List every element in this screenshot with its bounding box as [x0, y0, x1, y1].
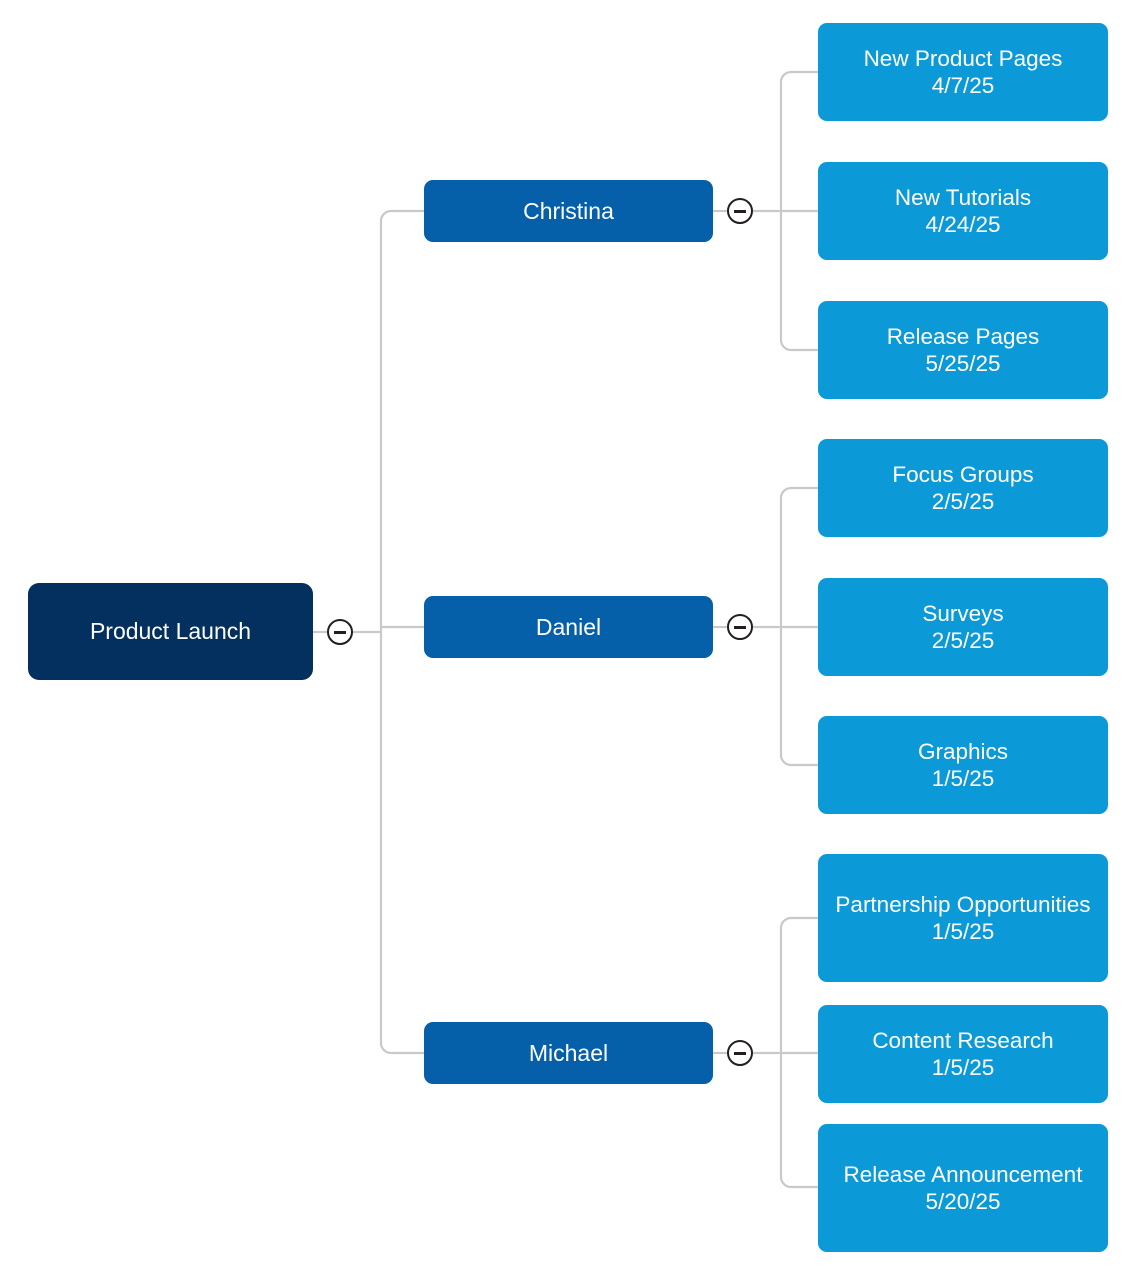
minus-circle-icon-michael[interactable]: [727, 1040, 753, 1066]
node-leaf-new-product-pages[interactable]: New Product Pages 4/7/25: [818, 23, 1108, 121]
connector-daniel-trunk: [779, 486, 818, 767]
node-leaf-release-pages[interactable]: Release Pages 5/25/25: [818, 301, 1108, 399]
node-branch-christina[interactable]: Christina: [424, 180, 713, 242]
node-leaf-label: Partnership Opportunities 1/5/25: [835, 891, 1091, 944]
connector-christina-trunk: [779, 70, 818, 352]
node-leaf-content-research[interactable]: Content Research 1/5/25: [818, 1005, 1108, 1103]
connector-root-trunk: [379, 209, 424, 1055]
minus-circle-icon-christina[interactable]: [727, 198, 753, 224]
node-leaf-graphics[interactable]: Graphics 1/5/25: [818, 716, 1108, 814]
node-root-label: Product Launch: [89, 618, 252, 645]
minus-circle-icon-daniel[interactable]: [727, 614, 753, 640]
node-branch-christina-label: Christina: [523, 197, 614, 224]
node-leaf-label: Content Research 1/5/25: [872, 1027, 1054, 1080]
node-leaf-surveys[interactable]: Surveys 2/5/25: [818, 578, 1108, 676]
node-leaf-label: Focus Groups 2/5/25: [892, 461, 1034, 514]
node-leaf-new-tutorials[interactable]: New Tutorials 4/24/25: [818, 162, 1108, 260]
node-leaf-release-announcement[interactable]: Release Announcement 5/20/25: [818, 1124, 1108, 1252]
node-branch-daniel[interactable]: Daniel: [424, 596, 713, 658]
node-leaf-label: Release Pages 5/25/25: [886, 323, 1040, 376]
node-branch-michael-label: Michael: [528, 1039, 609, 1066]
node-leaf-focus-groups[interactable]: Focus Groups 2/5/25: [818, 439, 1108, 537]
node-leaf-partnership-opportunities[interactable]: Partnership Opportunities 1/5/25: [818, 854, 1108, 982]
minus-circle-icon-root[interactable]: [327, 619, 353, 645]
node-leaf-label: Surveys 2/5/25: [922, 600, 1004, 653]
connector-michael-trunk: [779, 916, 818, 1189]
node-leaf-label: New Tutorials 4/24/25: [894, 184, 1032, 237]
node-leaf-label: Release Announcement 5/20/25: [843, 1161, 1083, 1214]
node-branch-michael[interactable]: Michael: [424, 1022, 713, 1084]
node-leaf-label: Graphics 1/5/25: [917, 738, 1009, 791]
node-branch-daniel-label: Daniel: [535, 613, 602, 640]
node-leaf-label: New Product Pages 4/7/25: [863, 45, 1063, 98]
node-root-product-launch[interactable]: Product Launch: [28, 583, 313, 680]
